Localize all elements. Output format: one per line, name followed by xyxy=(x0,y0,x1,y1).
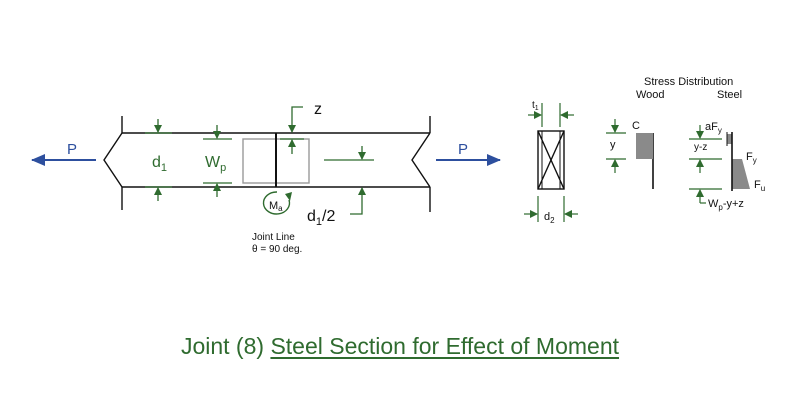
label-fy: Fy xyxy=(746,151,757,165)
label-d2: d2 xyxy=(544,211,555,225)
wood-stress-block xyxy=(636,133,654,189)
theta-label: θ = 90 deg. xyxy=(252,244,302,255)
wood-stress-dims xyxy=(606,119,626,173)
force-label-left: P xyxy=(67,141,77,158)
caption-prefix: Joint (8) xyxy=(180,333,271,359)
label-y-minus-z: y-z xyxy=(694,142,707,153)
figure-caption: Joint (8) Steel Section for Effect of Mo… xyxy=(0,333,800,360)
steel-label: Steel xyxy=(717,89,742,101)
steel-stress-block xyxy=(726,132,750,191)
joint-line-label: Joint Line xyxy=(252,232,295,243)
stress-distribution-title: Stress Distribution xyxy=(644,76,733,88)
cross-section-dims xyxy=(524,103,578,222)
force-label-right: P xyxy=(458,141,468,158)
label-wp: Wp xyxy=(205,154,226,174)
label-d1: d1 xyxy=(152,154,167,174)
dimension-lines xyxy=(145,106,374,215)
label-fu: Fu xyxy=(754,179,765,193)
label-half-depth: d1/2 xyxy=(307,208,335,228)
left-break-line xyxy=(103,132,123,188)
label-c: C xyxy=(632,120,640,132)
moment-symbol: Ma xyxy=(262,191,292,215)
wood-label: Wood xyxy=(636,89,665,101)
label-t1: t1 xyxy=(532,100,539,112)
label-wp-expression: Wp-y+z xyxy=(708,198,744,212)
caption-title: Steel Section for Effect of Moment xyxy=(270,333,620,359)
moment-label: Ma xyxy=(269,200,283,213)
steel-stress-dims xyxy=(689,125,722,204)
right-break-line xyxy=(411,132,431,188)
label-y: y xyxy=(610,139,616,151)
label-afy: aFy xyxy=(705,121,722,135)
label-z: z xyxy=(314,101,322,118)
cross-section xyxy=(537,130,565,190)
